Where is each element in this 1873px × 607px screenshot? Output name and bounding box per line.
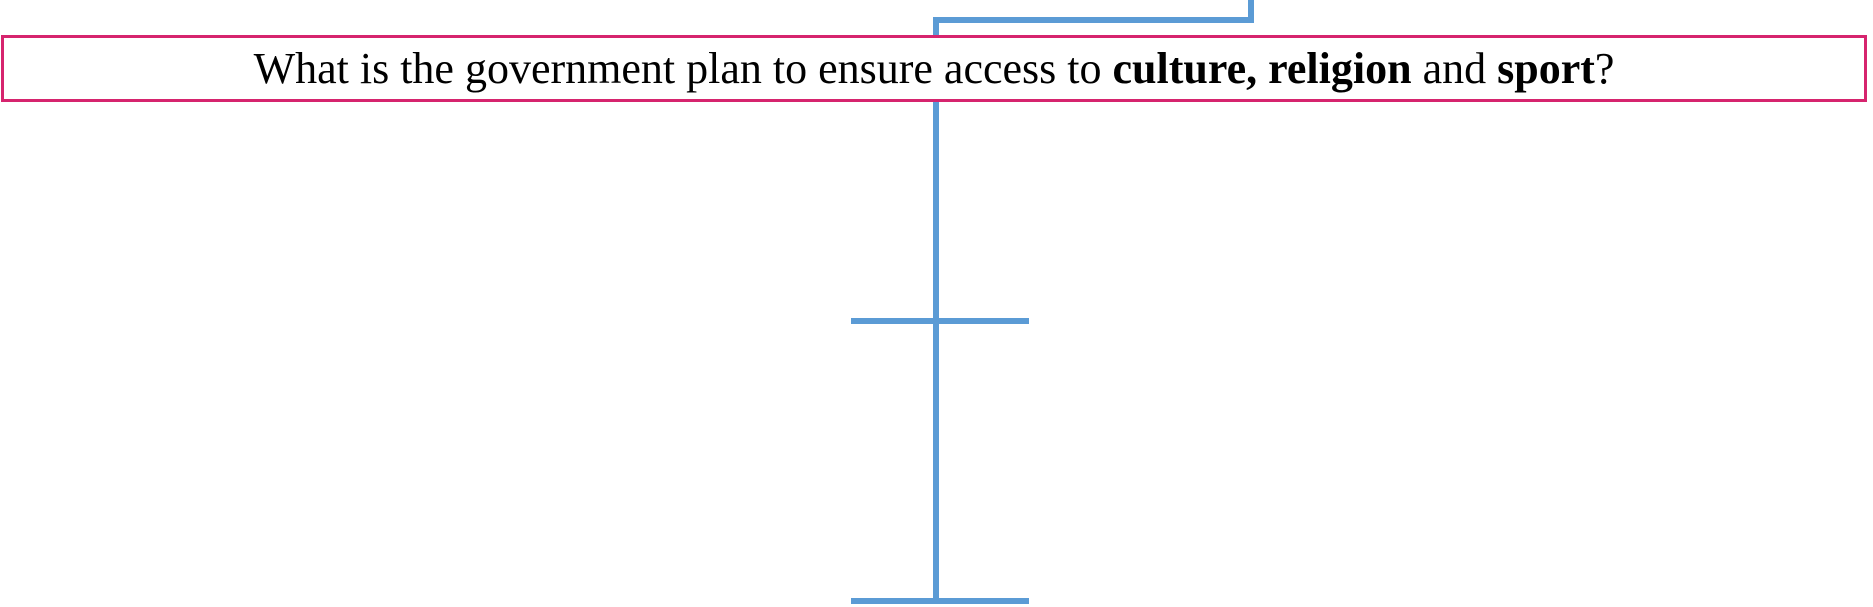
top-elbow-connector xyxy=(933,0,1254,35)
question-bold-culture-religion: culture, religion xyxy=(1112,44,1412,93)
question-text: What is the government plan to ensure ac… xyxy=(254,43,1615,94)
question-text-part-1: What is the government plan to ensure ac… xyxy=(253,44,1113,93)
question-box: What is the government plan to ensure ac… xyxy=(1,35,1867,102)
question-bold-sport: sport xyxy=(1497,44,1595,93)
question-mark: ? xyxy=(1594,44,1615,93)
question-text-part-2: and xyxy=(1411,44,1498,93)
